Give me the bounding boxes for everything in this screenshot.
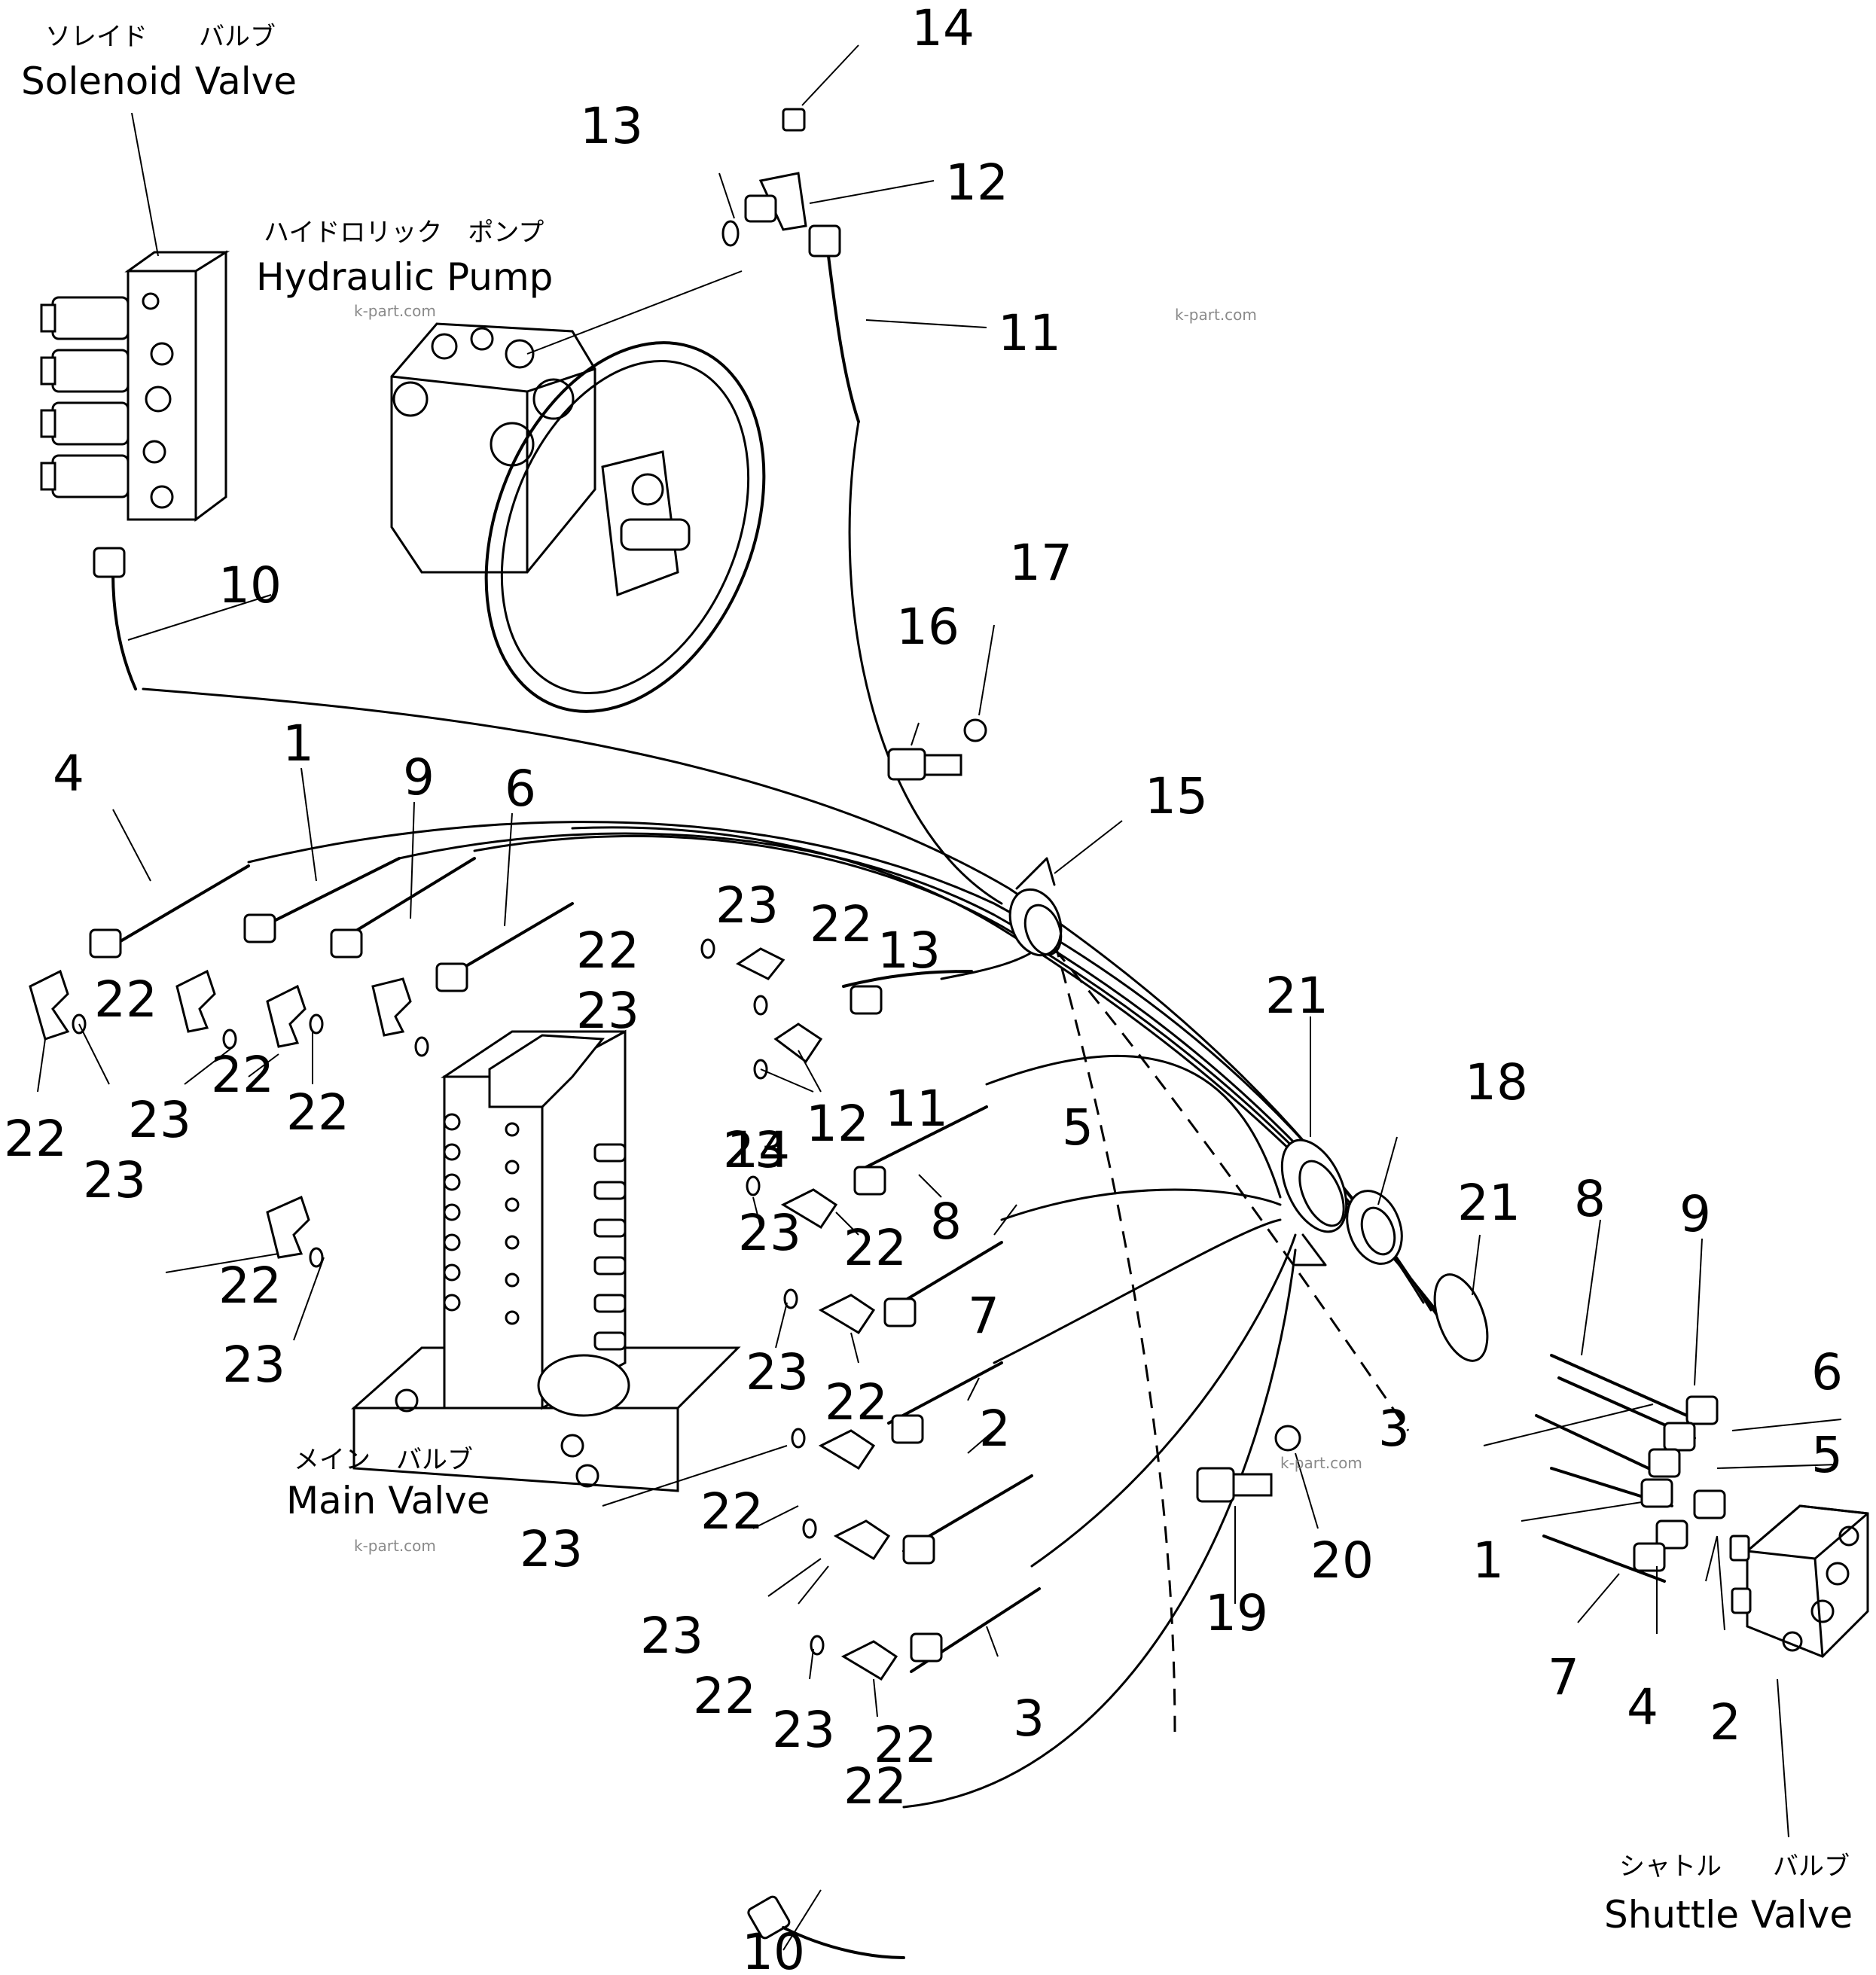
shuttle-valve-label-jp: シャトル バルブ <box>1619 1852 1850 1882</box>
callout-number: 10 <box>218 556 282 614</box>
callout-number: 9 <box>403 748 435 806</box>
callout-numbers: 14 13 12 11 10 16 17 15 4 1 9 6 23 22 13… <box>4 0 1843 1975</box>
callout-number: 23 <box>222 1336 285 1394</box>
main-valve-label: Main Valve <box>286 1479 490 1522</box>
hoses-and-fittings <box>93 108 905 1959</box>
callout-number: 13 <box>877 922 941 980</box>
callout-number: 22 <box>693 1667 756 1725</box>
solenoid-valve-label: Solenoid Valve <box>21 59 297 103</box>
callout-number: 22 <box>218 1257 282 1315</box>
callout-number: 14 <box>911 0 975 57</box>
hydraulic-pump-label-jp: ハイドロリック ポンプ <box>264 218 544 248</box>
callout-number: 21 <box>1265 967 1328 1025</box>
callout-number: 22 <box>874 1716 937 1774</box>
callout-number: 3 <box>1378 1400 1410 1458</box>
callout-number: 6 <box>505 760 536 818</box>
hydraulic-pump-label: Hydraulic Pump <box>256 255 553 299</box>
callout-number: 23 <box>738 1204 801 1262</box>
callout-number: 1 <box>1472 1532 1504 1589</box>
callout-number: 18 <box>1465 1053 1528 1111</box>
callout-number: 22 <box>576 922 639 980</box>
callout-number: 2 <box>1710 1693 1741 1751</box>
shuttle-valve-drawing <box>1729 1504 1869 1658</box>
callout-number: 11 <box>998 304 1061 362</box>
callout-number: 23 <box>520 1520 583 1578</box>
callout-number: 14 <box>727 1121 790 1179</box>
callout-number: 23 <box>772 1701 835 1759</box>
callout-number: 22 <box>843 1219 907 1277</box>
callout-number: 21 <box>1457 1174 1521 1232</box>
callout-number: 5 <box>1811 1426 1843 1484</box>
solenoid-valve-label-jp: ソレイド バルブ <box>45 22 276 52</box>
elbow-fittings <box>29 947 898 1681</box>
callout-number: 7 <box>1548 1648 1579 1706</box>
callout-number: 7 <box>968 1287 999 1345</box>
watermark: k-part.com <box>1175 306 1257 324</box>
callout-number: 5 <box>1062 1099 1094 1157</box>
leader-lines <box>37 44 1842 1951</box>
callout-number: 22 <box>700 1483 764 1541</box>
callout-number: 3 <box>1013 1690 1045 1748</box>
callout-number: 22 <box>810 895 873 953</box>
callout-number: 22 <box>4 1110 67 1168</box>
watermark: k-part.com <box>354 1537 436 1555</box>
solenoid-valve-drawing <box>40 250 230 522</box>
callout-number: 13 <box>580 97 643 155</box>
hose-bodies <box>119 857 1696 1673</box>
callout-number: 22 <box>94 971 157 1029</box>
callout-number: 23 <box>640 1607 703 1665</box>
callout-number: 19 <box>1205 1584 1268 1642</box>
callout-number: 12 <box>806 1095 869 1153</box>
callout-number: 11 <box>885 1080 948 1138</box>
callout-number: 20 <box>1310 1532 1374 1589</box>
hose-harness <box>142 420 1489 1809</box>
o-rings <box>72 938 825 1656</box>
callout-number: 22 <box>843 1757 907 1815</box>
callout-number: 15 <box>1145 767 1208 825</box>
callout-number: 4 <box>1627 1678 1658 1736</box>
hose-nuts <box>89 913 1726 1663</box>
callout-number: 23 <box>128 1091 191 1149</box>
callout-number: 4 <box>53 745 84 803</box>
callout-number: 8 <box>1574 1170 1606 1228</box>
watermark: k-part.com <box>354 302 436 320</box>
callout-number: 6 <box>1811 1343 1843 1401</box>
shuttle-valve-label: Shuttle Valve <box>1604 1893 1853 1937</box>
callout-number: 12 <box>945 154 1008 212</box>
main-valve-drawing <box>351 1029 741 1492</box>
callout-number: 9 <box>1679 1185 1711 1243</box>
callout-number: 22 <box>286 1084 349 1141</box>
callout-number: 23 <box>576 982 639 1040</box>
main-valve-label-jp: メイン バルブ <box>294 1445 473 1475</box>
callout-number: 23 <box>746 1343 809 1401</box>
callout-number: 22 <box>825 1373 888 1431</box>
watermark: k-part.com <box>1280 1454 1362 1472</box>
hydraulic-pump-drawing <box>390 322 766 713</box>
callout-number: 1 <box>282 715 314 773</box>
callout-number: 2 <box>979 1400 1011 1458</box>
callout-number: 10 <box>742 1923 805 1975</box>
callout-number: 8 <box>930 1193 962 1251</box>
callout-number: 23 <box>83 1151 146 1209</box>
callout-number: 16 <box>896 598 959 656</box>
callout-number: 23 <box>715 876 779 934</box>
callout-number: 17 <box>1009 534 1072 592</box>
callout-number: 23 <box>723 1121 786 1179</box>
callout-number: 22 <box>211 1046 274 1104</box>
